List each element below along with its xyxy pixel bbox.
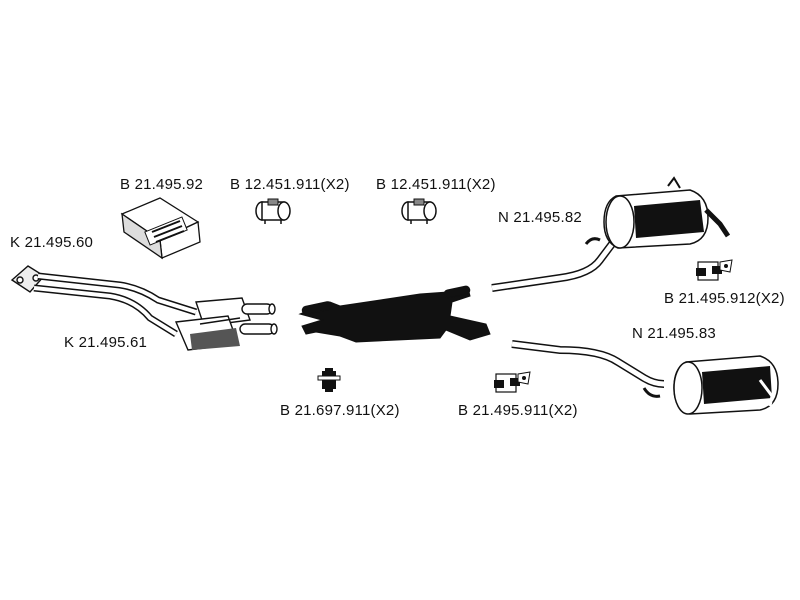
part-code-rear-muffler-right: N 21.495.82	[498, 209, 582, 226]
mounting-kit-drawing	[120, 197, 201, 260]
part-code-mounting-kit: B 21.495.92	[120, 176, 204, 193]
part-code-rubber-mount-center: B 21.495.911(X2)	[458, 402, 578, 419]
center-mount-drawing	[317, 368, 341, 392]
front-pipe-drawing	[10, 265, 278, 351]
part-code-front-pipe-lower: K 21.495.61	[64, 334, 148, 351]
part-code-center-mount: B 21.697.911(X2)	[280, 402, 400, 419]
center-muffler-drawing	[298, 285, 491, 343]
rubber-mount-center-drawing	[494, 371, 531, 393]
rubber-mount-right-drawing	[696, 259, 733, 281]
part-code-front-pipe-upper: K 21.495.60	[10, 234, 94, 251]
clamp-drawing-2	[401, 198, 437, 224]
part-code-rear-muffler-left: N 21.495.83	[632, 325, 716, 342]
rear-muffler-left-drawing	[511, 340, 779, 415]
part-code-clamp-2: B 12.451.911(X2)	[376, 176, 496, 193]
part-code-rubber-mount-right: B 21.495.912(X2)	[664, 290, 785, 307]
rear-muffler-right-drawing	[491, 176, 731, 292]
clamp-drawing-1	[255, 198, 291, 224]
part-code-clamp-1: B 12.451.911(X2)	[230, 176, 350, 193]
